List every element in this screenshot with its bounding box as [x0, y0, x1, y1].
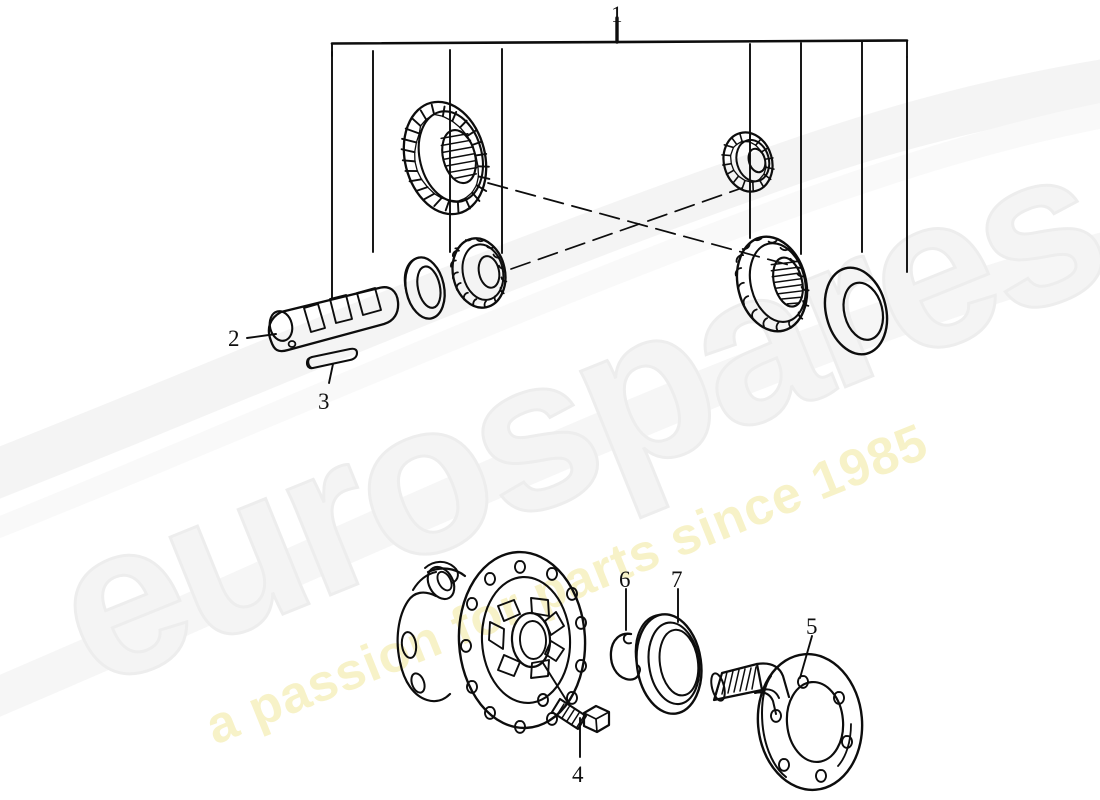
callout-label-1: 1	[611, 2, 623, 27]
thrust-washer-left	[403, 256, 446, 320]
callout-label-7: 7	[671, 567, 683, 592]
bracket-callout-1	[330, 16, 909, 299]
callout-leader-lines	[246, 333, 813, 758]
callout-label-2: 2	[228, 326, 240, 351]
thrust-washer-right	[823, 266, 889, 356]
bevel-pinion-gear-small	[721, 131, 775, 193]
splined-side-gear-right	[734, 235, 810, 333]
callout-label-4: 4	[572, 762, 584, 787]
drive-flange-stub-axle	[710, 652, 864, 792]
bevel-side-gear-large	[400, 100, 491, 216]
callout-label-6: 6	[619, 567, 631, 592]
callout-label-5: 5	[806, 614, 818, 639]
callout-label-3: 3	[318, 389, 330, 414]
oil-seal	[634, 613, 703, 715]
differential-carrier-housing	[396, 550, 587, 734]
